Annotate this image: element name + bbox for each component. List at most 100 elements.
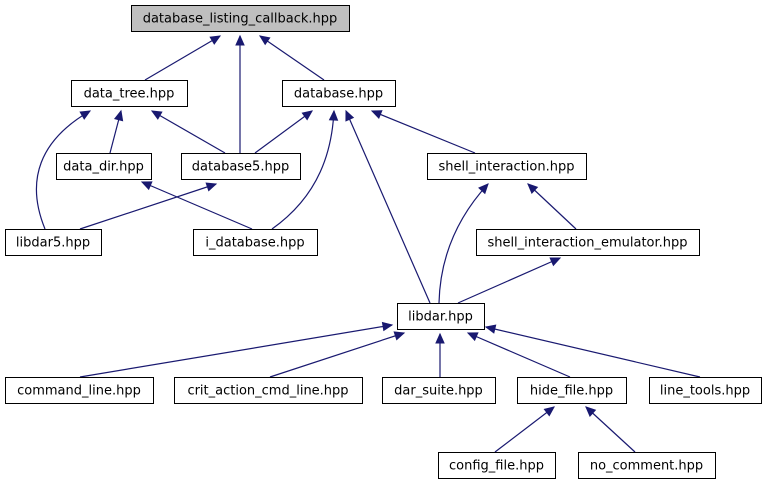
edge-line	[485, 326, 701, 378]
node-label: database.hpp	[294, 87, 383, 102]
node-box[interactable]	[5, 377, 154, 404]
arrow-head	[113, 109, 124, 122]
node-box[interactable]	[397, 303, 485, 330]
edge-data_dir-to-data_tree	[109, 109, 124, 154]
edge-i_database-to-database	[271, 109, 339, 230]
node-crit-action-cmd-line[interactable]: crit_action_cmd_line.hpp	[174, 377, 363, 404]
arrow-head	[543, 406, 555, 417]
node-label: shell_interaction_emulator.hpp	[487, 236, 687, 251]
arrow-head	[301, 110, 313, 121]
arrow-head	[585, 406, 597, 417]
node-label: data_dir.hpp	[63, 160, 144, 175]
edge-database5-to-database	[254, 110, 313, 154]
node-box[interactable]	[427, 153, 587, 180]
edge-line	[269, 332, 405, 378]
node-box[interactable]	[382, 377, 496, 404]
node-database[interactable]: database.hpp	[282, 80, 396, 107]
edge-line	[467, 332, 571, 378]
node-label: crit_action_cmd_line.hpp	[187, 384, 348, 399]
node-label: shell_interaction.hpp	[439, 160, 575, 175]
arrow-head	[435, 332, 445, 344]
arrow-head	[370, 110, 383, 120]
node-label: data_tree.hpp	[84, 87, 175, 102]
node-box[interactable]	[649, 377, 762, 404]
node-label: no_comment.hpp	[590, 459, 703, 474]
node-libdar5[interactable]: libdar5.hpp	[5, 229, 102, 256]
edge-line	[144, 35, 221, 81]
node-box[interactable]	[193, 229, 318, 256]
node-box[interactable]	[438, 452, 556, 479]
node-label: hide_file.hpp	[530, 384, 613, 399]
arrow-head	[205, 182, 218, 192]
node-label: libdar5.hpp	[16, 236, 90, 251]
edge-database5-to-data_tree	[150, 110, 226, 154]
node-box[interactable]	[131, 5, 350, 32]
arrow-head	[466, 332, 479, 342]
arrow-head	[150, 110, 163, 120]
arrow-head	[381, 321, 394, 332]
node-database-listing-callback[interactable]: database_listing_callback.hpp	[131, 5, 350, 32]
edge-no_comment-to-hide_file	[585, 406, 636, 453]
arrow-head	[527, 183, 539, 194]
node-label: i_database.hpp	[205, 236, 304, 251]
node-command-line[interactable]: command_line.hpp	[5, 377, 154, 404]
edge-libdar5-to-data_tree	[35, 110, 92, 230]
edge-libdar-to-shell_interaction	[438, 183, 489, 304]
arrow-head	[549, 257, 562, 267]
node-box[interactable]	[578, 452, 716, 479]
node-box[interactable]	[5, 229, 102, 256]
node-box[interactable]	[282, 80, 396, 107]
edge-line	[79, 183, 217, 230]
node-database5[interactable]: database5.hpp	[181, 153, 301, 180]
node-line-tools[interactable]: line_tools.hpp	[649, 377, 762, 404]
node-box[interactable]	[71, 80, 188, 107]
edge-database5-to-database_listing_callback	[235, 34, 245, 153]
edge-i_database-to-data_dir	[140, 181, 253, 230]
arrow-head	[140, 181, 153, 191]
node-config-file[interactable]: config_file.hpp	[438, 452, 556, 479]
node-box[interactable]	[174, 377, 363, 404]
node-label: command_line.hpp	[17, 384, 141, 399]
node-label: database_listing_callback.hpp	[143, 12, 338, 27]
node-box[interactable]	[181, 153, 301, 180]
node-label: line_tools.hpp	[660, 384, 750, 399]
arrow-head	[258, 35, 271, 46]
arrow-head	[345, 109, 355, 122]
node-i-database[interactable]: i_database.hpp	[193, 229, 318, 256]
edge-dar_suite-to-libdar	[435, 332, 445, 377]
edge-shell_interaction-to-database	[370, 110, 476, 154]
node-data-dir[interactable]: data_dir.hpp	[56, 153, 152, 180]
arrow-head	[328, 109, 339, 121]
edge-line	[271, 110, 335, 230]
node-box[interactable]	[56, 153, 152, 180]
edge-line	[494, 406, 555, 453]
edge-line	[438, 183, 489, 304]
node-box[interactable]	[476, 229, 700, 256]
edge-line	[141, 181, 253, 230]
edge-line	[254, 110, 313, 154]
arrow-head	[235, 34, 245, 46]
edge-line	[371, 110, 476, 154]
node-box[interactable]	[517, 377, 627, 404]
edge-crit_action_cmd_line-to-libdar	[269, 331, 406, 378]
node-data-tree[interactable]: data_tree.hpp	[71, 80, 188, 107]
edges-layer	[35, 34, 701, 453]
arrow-head	[484, 324, 497, 334]
node-no-comment[interactable]: no_comment.hpp	[578, 452, 716, 479]
edge-line	[457, 257, 561, 304]
edge-line	[527, 183, 577, 230]
node-shell-interaction-emulator[interactable]: shell_interaction_emulator.hpp	[476, 229, 700, 256]
node-dar-suite[interactable]: dar_suite.hpp	[382, 377, 496, 404]
node-label: database5.hpp	[192, 160, 289, 175]
edge-line	[345, 110, 431, 304]
node-hide-file[interactable]: hide_file.hpp	[517, 377, 627, 404]
edge-shell_interaction_emulator-to-shell_interaction	[527, 183, 577, 230]
node-libdar[interactable]: libdar.hpp	[397, 303, 485, 330]
edge-line	[35, 110, 91, 230]
node-label: config_file.hpp	[449, 459, 544, 474]
node-shell-interaction[interactable]: shell_interaction.hpp	[427, 153, 587, 180]
edge-libdar-to-database	[345, 109, 431, 304]
arrow-head	[393, 331, 406, 341]
edge-line	[585, 406, 636, 453]
nodes-layer: database_listing_callback.hpp data_tree.h…	[5, 5, 762, 479]
